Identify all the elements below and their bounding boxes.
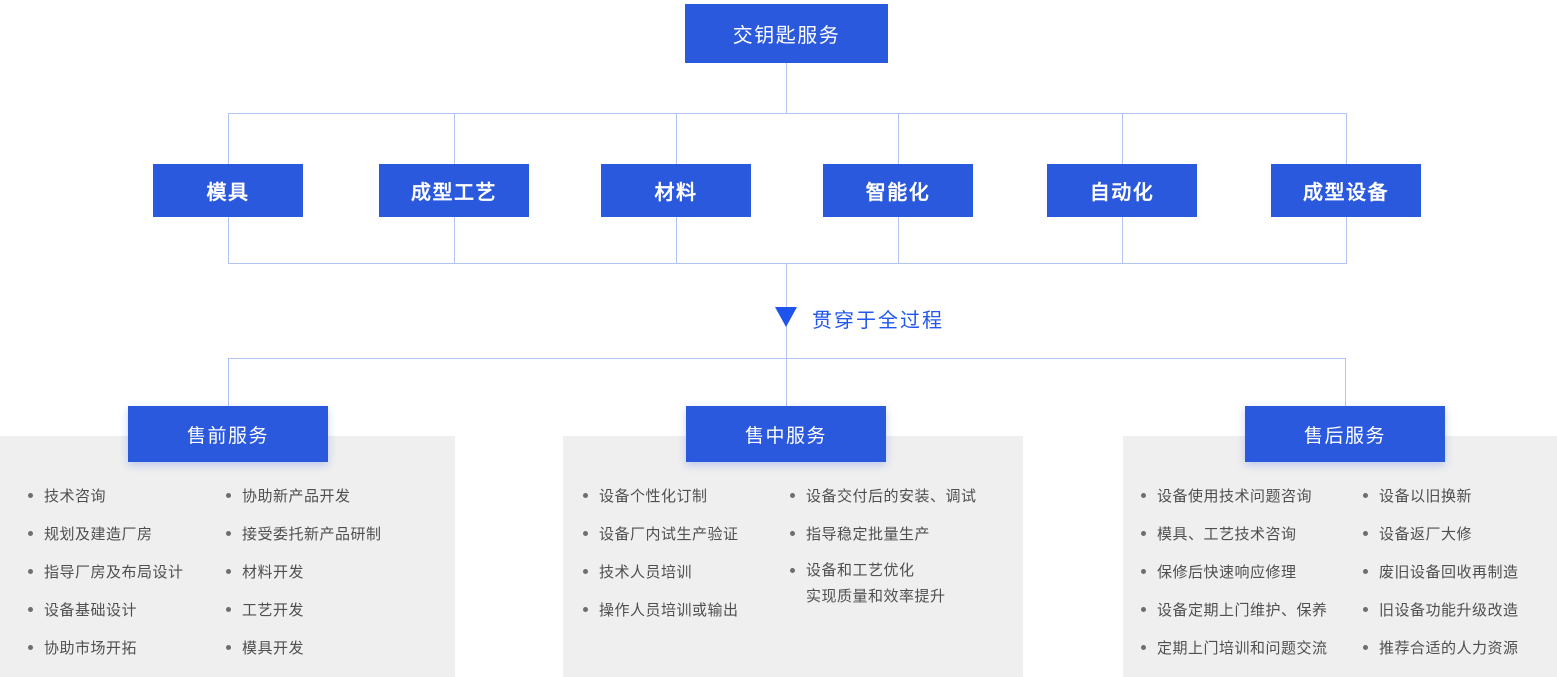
bullet-icon [583,492,588,498]
connector-service-drop-1 [228,358,229,406]
connector-mid-horizontal [228,263,1347,264]
list-item: 定期上门培训和问题交流 [1141,628,1328,666]
service-header-pre-sales: 售前服务 [128,406,328,462]
bullet-icon [1363,644,1368,650]
list-item: 模具开发 [226,628,382,666]
bullet-icon [28,530,33,536]
branch-label: 自动化 [1089,182,1155,204]
bullet-icon [790,492,795,498]
bullet-icon [28,568,33,574]
list-item: 指导稳定批量生产 [790,514,977,552]
in-sales-column-1: 设备个性化订制 设备厂内试生产验证 技术人员培训 操作人员培训或输出 [583,476,739,628]
panel-after-sales: 设备使用技术问题咨询 模具、工艺技术咨询 保修后快速响应修理 设备定期上门维护、… [1123,436,1557,677]
bullet-icon [226,644,231,650]
connector-lower-horizontal [228,358,1346,359]
connector-service-drop-2 [786,358,787,406]
bullet-icon [226,568,231,574]
branch-label: 智能化 [865,182,931,204]
list-item: 协助新产品开发 [226,476,382,514]
bullet-icon [790,530,795,536]
panel-pre-sales: 技术咨询 规划及建造厂房 指导厂房及布局设计 设备基础设计 协助市场开拓 协助新… [0,436,455,677]
list-item: 工艺开发 [226,590,382,628]
root-node: 交钥匙服务 [685,4,888,63]
list-item: 接受委托新产品研制 [226,514,382,552]
bullet-icon [28,644,33,650]
list-item: 设备交付后的安装、调试 [790,476,977,514]
branch-node-molding-equipment: 成型设备 [1271,164,1421,217]
service-header-label: 售前服务 [186,425,269,447]
list-item: 设备使用技术问题咨询 [1141,476,1328,514]
connector-service-drop-3 [1345,358,1346,406]
bullet-icon [1363,606,1368,612]
bullet-icon [1141,530,1146,536]
bullet-icon [1141,644,1146,650]
list-item: 设备以旧换新 [1363,476,1519,514]
list-item: 设备返厂大修 [1363,514,1519,552]
down-arrow-icon [775,307,797,327]
bullet-icon [1363,530,1368,536]
list-item: 推荐合适的人力资源 [1363,628,1519,666]
branch-node-automation: 自动化 [1047,164,1197,217]
bullet-icon [1141,492,1146,498]
bullet-icon [28,492,33,498]
panel-in-sales: 设备个性化订制 设备厂内试生产验证 技术人员培训 操作人员培训或输出 设备交付后… [563,436,1023,677]
list-item: 技术咨询 [28,476,184,514]
list-item: 操作人员培训或输出 [583,590,739,628]
branch-label: 模具 [206,182,250,204]
list-item: 设备和工艺优化 实现质量和效率提升 [790,552,977,610]
list-item: 保修后快速响应修理 [1141,552,1328,590]
list-item: 指导厂房及布局设计 [28,552,184,590]
branch-node-intelligence: 智能化 [823,164,973,217]
branch-node-molding-process: 成型工艺 [379,164,529,217]
list-item: 设备个性化订制 [583,476,739,514]
bullet-icon [790,568,795,573]
root-node-label: 交钥匙服务 [732,25,841,47]
list-item: 协助市场开拓 [28,628,184,666]
connector-root-drop [786,63,787,114]
in-sales-column-2: 设备交付后的安装、调试 指导稳定批量生产 设备和工艺优化 实现质量和效率提升 [790,476,977,610]
branch-label: 成型工艺 [411,182,497,204]
bullet-icon [583,606,588,612]
process-caption: 贯穿于全过程 [812,310,944,332]
branch-label: 材料 [654,182,698,204]
list-item: 设备基础设计 [28,590,184,628]
connector-top-horizontal [228,113,1347,114]
after-sales-column-1: 设备使用技术问题咨询 模具、工艺技术咨询 保修后快速响应修理 设备定期上门维护、… [1141,476,1328,666]
list-item: 技术人员培训 [583,552,739,590]
bullet-icon [226,606,231,612]
list-item: 废旧设备回收再制造 [1363,552,1519,590]
service-header-after-sales: 售后服务 [1245,406,1445,462]
list-item: 材料开发 [226,552,382,590]
bullet-icon [1141,606,1146,612]
after-sales-column-2: 设备以旧换新 设备返厂大修 废旧设备回收再制造 旧设备功能升级改造 推荐合适的人… [1363,476,1519,666]
bullet-icon [28,606,33,612]
bullet-icon [1363,492,1368,498]
list-item: 旧设备功能升级改造 [1363,590,1519,628]
bullet-icon [1141,568,1146,574]
service-header-label: 售中服务 [744,425,827,447]
bullet-icon [1363,568,1368,574]
bullet-icon [226,492,231,498]
service-header-label: 售后服务 [1303,425,1386,447]
list-item: 规划及建造厂房 [28,514,184,552]
list-item: 设备定期上门维护、保养 [1141,590,1328,628]
list-item: 模具、工艺技术咨询 [1141,514,1328,552]
bullet-icon [226,530,231,536]
branch-node-material: 材料 [601,164,751,217]
branch-node-mold: 模具 [153,164,303,217]
list-item: 设备厂内试生产验证 [583,514,739,552]
bullet-icon [583,530,588,536]
bullet-icon [583,568,588,574]
service-header-in-sales: 售中服务 [686,406,886,462]
pre-sales-column-2: 协助新产品开发 接受委托新产品研制 材料开发 工艺开发 模具开发 [226,476,382,666]
branch-label: 成型设备 [1303,182,1389,204]
pre-sales-column-1: 技术咨询 规划及建造厂房 指导厂房及布局设计 设备基础设计 协助市场开拓 [28,476,184,666]
